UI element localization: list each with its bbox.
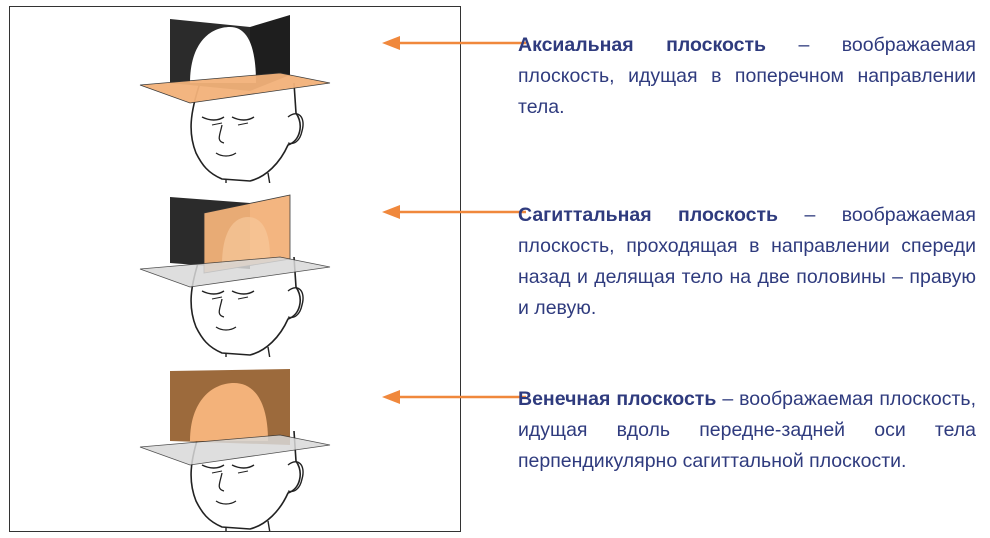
head-axial-icon [139,15,331,183]
coronal-plane-definition: – воображаемая плоскость, идущая вдоль п… [518,388,976,472]
sagittal-plane-definition: – воображаемая плоскость, проходящая в н… [518,204,976,319]
axial-plane-description: Аксиальная плоскость – воображаемая плос… [518,30,976,123]
sagittal-plane-term: Сагиттальная плоскость [518,204,778,226]
axial-plane-definition: – воображаемая плоскость, идущая в попер… [518,34,976,118]
sagittal-plane-description: Сагиттальная плоскость – воображаемая пл… [518,200,976,324]
axial-plane-term: Аксиальная плоскость [518,34,767,56]
arrow-left-icon [382,390,526,404]
illustration-panel [9,6,461,532]
head-sagittal-icon [139,194,331,357]
arrow-left-icon [382,36,526,50]
coronal-plane-description: Венечная плоскость – воображаемая плоско… [518,384,976,477]
coronal-plane-term: Венечная плоскость [518,388,717,410]
head-coronal-icon [139,369,331,531]
arrow-left-icon [382,205,526,219]
